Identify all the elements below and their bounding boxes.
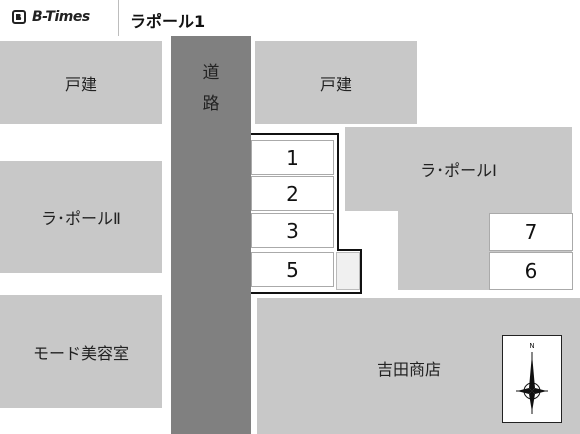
building-rapole-1-label: ラ･ポールⅠ: [420, 161, 497, 180]
header-bar: B-Times ラポール1: [0, 0, 580, 36]
compass-north-letter: N: [529, 342, 534, 350]
building-house-right: 戸建: [255, 41, 417, 124]
road-label-char-1: 道: [202, 63, 220, 83]
parking-spot-2[interactable]: 2: [251, 176, 334, 211]
road-label: 道 路: [171, 58, 251, 120]
parking-spot-5-number: 5: [286, 257, 299, 282]
compass-icon: N: [516, 342, 548, 414]
parking-spot-7[interactable]: 7: [489, 213, 573, 251]
parking-spot-6[interactable]: 6: [489, 252, 573, 290]
building-beauty-salon-label: モード美容室: [32, 343, 129, 363]
building-house-left: 戸建: [0, 41, 162, 124]
parking-spot-3-number: 3: [286, 218, 299, 243]
parking-spot-1[interactable]: 1: [251, 140, 334, 175]
road-label-char-2: 路: [202, 94, 220, 114]
building-yoshida-store-label: 吉田商店: [377, 360, 442, 379]
building-rapole-2: ラ･ポールⅡ: [0, 161, 162, 273]
road: [171, 36, 251, 434]
building-rapole-2-label: ラ･ポールⅡ: [41, 209, 121, 228]
compass-rose: N: [502, 335, 562, 423]
parking-spot-5[interactable]: 5: [251, 252, 334, 287]
parking-spot-3[interactable]: 3: [251, 213, 334, 248]
building-beauty-salon: モード美容室: [0, 295, 162, 408]
logo-text: B-Times: [32, 9, 90, 25]
parking-spot-2-number: 2: [286, 181, 299, 206]
building-house-left-label: 戸建: [64, 74, 97, 94]
building-house-right-label: 戸建: [319, 74, 352, 94]
parking-side-space: [336, 252, 360, 290]
parking-spot-6-number: 6: [524, 259, 538, 283]
b-times-logo-icon: [12, 10, 26, 24]
parking-spot-1-number: 1: [286, 145, 299, 170]
parking-area-outline: [251, 133, 362, 294]
lot-title: ラポール1: [130, 12, 206, 31]
parking-spot-7-number: 7: [524, 220, 538, 244]
brand-logo: B-Times: [0, 0, 119, 36]
building-rapole-1: ラ･ポールⅠ: [345, 127, 572, 211]
